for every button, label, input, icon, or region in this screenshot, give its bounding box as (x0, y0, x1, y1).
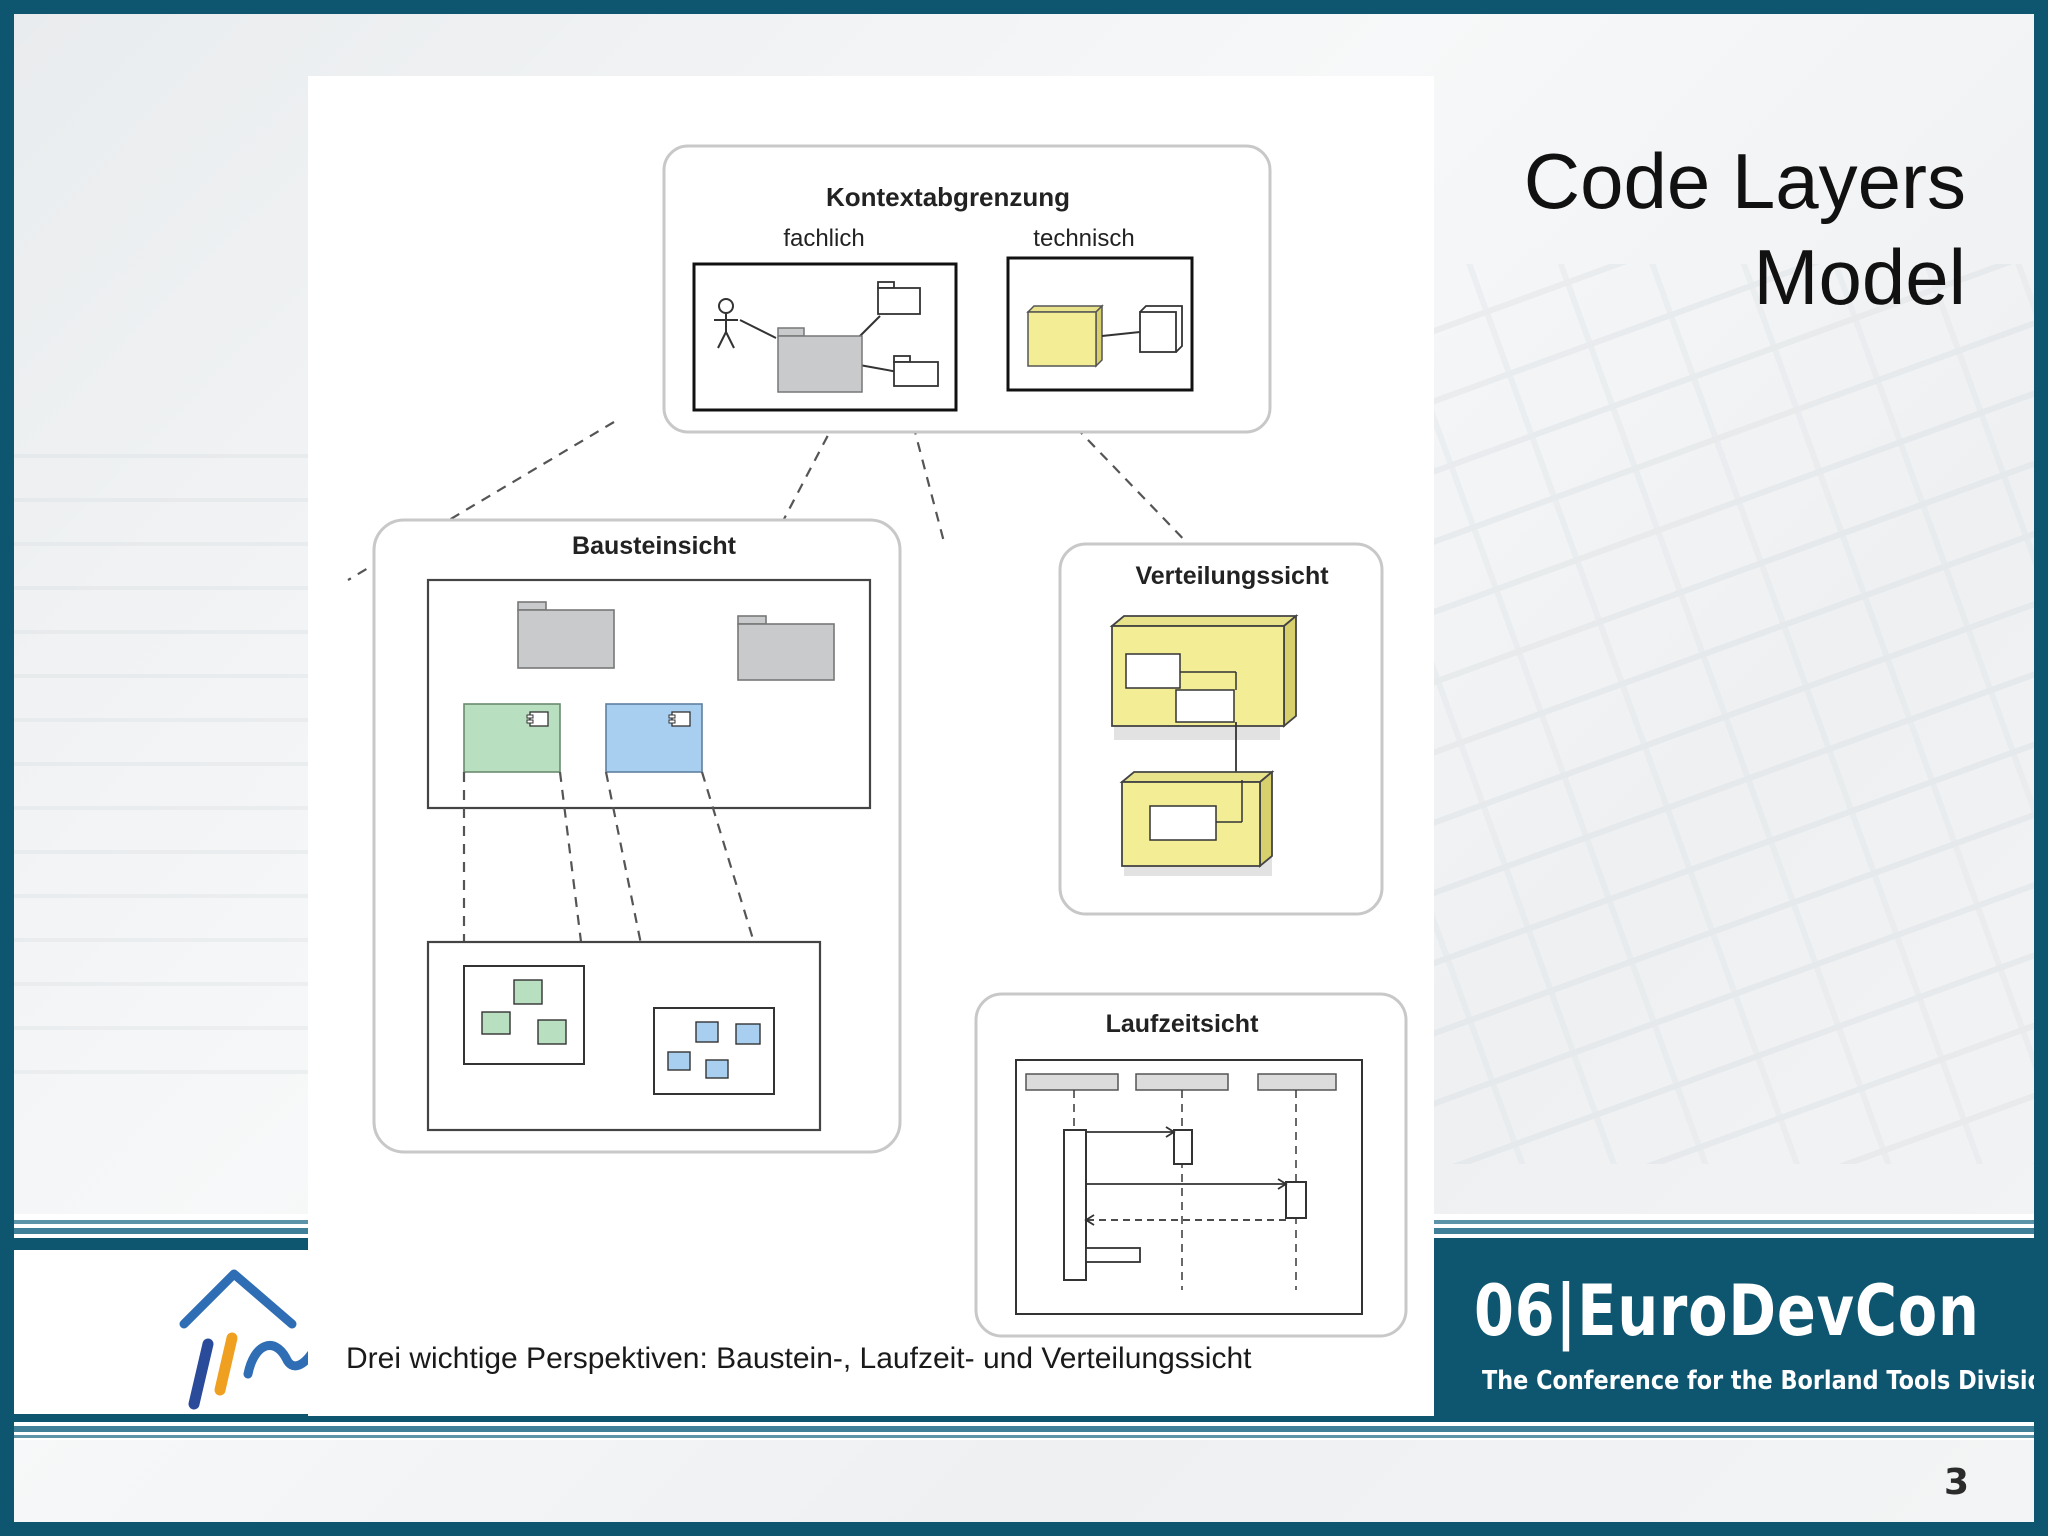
business-system-package-icon (777, 327, 863, 393)
conference-title: 06|EuroDevCon (1474, 1270, 1980, 1352)
activation-bar (1173, 1129, 1193, 1165)
activation-bar (1063, 1129, 1087, 1281)
deployment-node-icon (1109, 614, 1299, 740)
package-icon (517, 601, 615, 669)
building-block-level-1 (426, 578, 872, 810)
background-pattern (1434, 264, 2034, 1164)
diagram-image: Kontextabgrenzung fachlich technisch (308, 76, 1434, 1416)
slide-title-line-1: Code Layers (1523, 137, 1966, 225)
footer-stripes-bottom (14, 1414, 2034, 1440)
conference-banner (1428, 1250, 2034, 1414)
slide: 06|EuroDevCon The Conference for the Bor… (14, 14, 2034, 1522)
technical-link (1101, 331, 1141, 337)
neighbour-package-icon-2 (893, 355, 939, 387)
building-block-view-title: Bausteinsicht (572, 532, 737, 560)
green-component-icon (463, 703, 561, 773)
activation-bar (1285, 1181, 1307, 1219)
blue-component-icon (605, 703, 703, 773)
context-title: Kontextabgrenzung (826, 182, 1070, 212)
sequence-lifeline-heads (1025, 1073, 1337, 1091)
blue-subcomponents (667, 1021, 761, 1079)
external-node-icon (1139, 305, 1183, 353)
context-left-label: fachlich (783, 225, 864, 252)
diagram-caption: Drei wichtige Perspektiven: Baustein-, L… (346, 1342, 1252, 1375)
sequence-messages (1084, 1126, 1288, 1263)
conference-logo-icon (179, 1269, 319, 1410)
slide-title-line-2: Model (1753, 233, 1966, 321)
deployment-view-title: Verteilungssicht (1135, 562, 1329, 590)
page-number: 3 (1944, 1462, 1970, 1503)
actor-icon (714, 298, 738, 349)
package-icon (737, 615, 835, 681)
technical-node-icon (1026, 304, 1104, 368)
neighbour-package-icon (877, 281, 921, 315)
runtime-view-title: Laufzeitsicht (1106, 1010, 1259, 1038)
architecture-views-diagram: Kontextabgrenzung fachlich technisch (347, 144, 1408, 1338)
background-pattern-left (14, 414, 314, 1114)
deployment-node-icon-2 (1119, 770, 1275, 876)
context-right-label: technisch (1033, 225, 1134, 252)
blue-component-detail-box (653, 1007, 775, 1095)
green-subcomponents (481, 979, 567, 1045)
conference-subtitle: The Conference for the Borland Tools Div… (1482, 1366, 2034, 1396)
